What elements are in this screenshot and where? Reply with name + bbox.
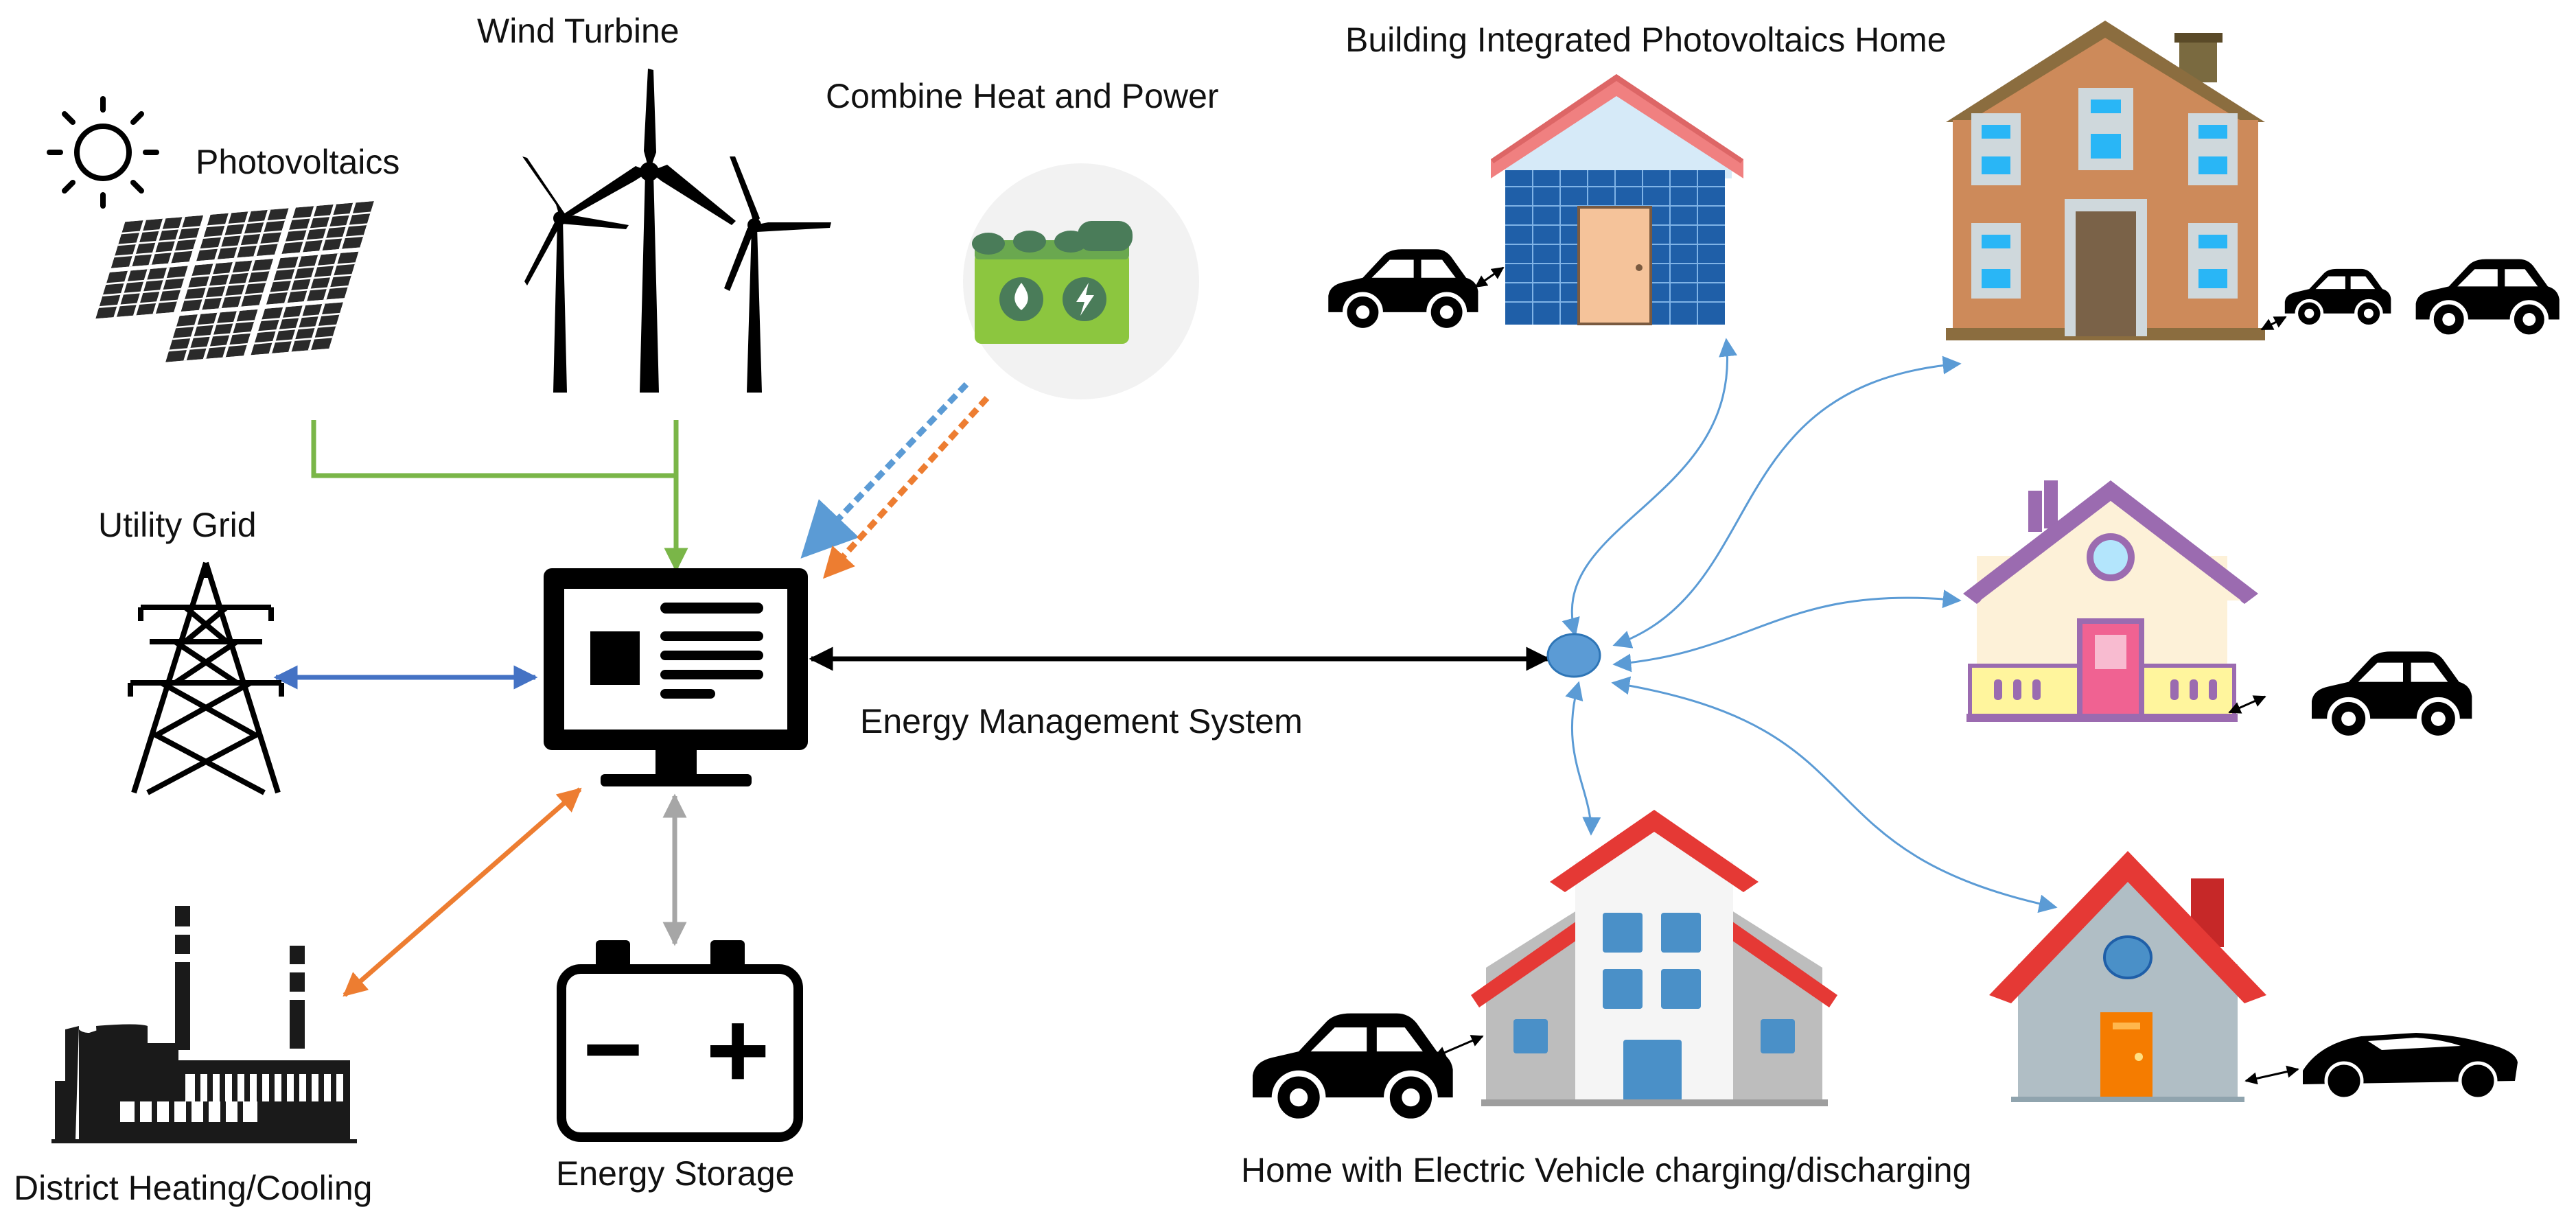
connections <box>273 338 2058 997</box>
label-ems: Energy Management System <box>860 702 1303 740</box>
label-photovoltaics: Photovoltaics <box>196 143 399 181</box>
battery-icon: − + <box>557 940 803 1142</box>
district-ems-arrow <box>343 787 582 997</box>
ev-link <box>2228 695 2266 714</box>
chp-icon <box>963 163 1199 399</box>
solar-panel-icon <box>80 201 374 369</box>
wind-turbine-icon <box>522 69 831 393</box>
factory-icon <box>51 906 357 1143</box>
ev-link <box>2244 1065 2299 1085</box>
battery-plus: + <box>706 988 769 1111</box>
hub-to-red-home-link <box>1611 676 2058 913</box>
car-icon <box>1328 249 1478 330</box>
house-icon <box>1471 810 1837 1106</box>
chp-orange-dotted-arrow <box>822 395 990 579</box>
car-icon <box>1253 1014 1453 1122</box>
car-icon <box>2312 651 2472 738</box>
hub-node-icon <box>1546 633 1601 678</box>
hub-to-purple-home-link <box>1612 590 1962 673</box>
label-district: District Heating/Cooling <box>14 1169 372 1207</box>
label-ev-home: Home with Electric Vehicle charging/disc… <box>1241 1151 1971 1189</box>
car-icon <box>2285 269 2391 326</box>
pv-link <box>311 420 676 478</box>
label-utility-grid: Utility Grid <box>98 506 257 544</box>
sun-icon <box>47 96 159 209</box>
label-storage: Energy Storage <box>556 1154 794 1193</box>
ev-link <box>1433 1035 1484 1058</box>
label-bipv-home: Building Integrated Photovoltaics Home <box>1345 21 1947 59</box>
hub-to-ev-home-link <box>1565 681 1601 836</box>
label-wind-turbine: Wind Turbine <box>477 12 680 50</box>
house-icon <box>1946 21 2265 340</box>
label-chp: Combine Heat and Power <box>826 77 1219 115</box>
house-icon <box>1491 74 1743 325</box>
ev-link <box>1474 266 1505 288</box>
hub-to-bipv-link <box>1562 338 1737 637</box>
house-icon <box>1989 851 2266 1102</box>
battery-minus: − <box>583 991 643 1106</box>
monitor-icon <box>544 568 808 786</box>
car-icon <box>2303 1033 2518 1101</box>
car-icon <box>2416 259 2560 337</box>
transmission-tower-icon <box>128 561 284 795</box>
hub-to-brick-home-link <box>1612 355 1962 649</box>
house-icon <box>1963 480 2258 722</box>
ev-link <box>2260 316 2287 331</box>
chp-blue-dotted-arrow <box>800 382 969 559</box>
